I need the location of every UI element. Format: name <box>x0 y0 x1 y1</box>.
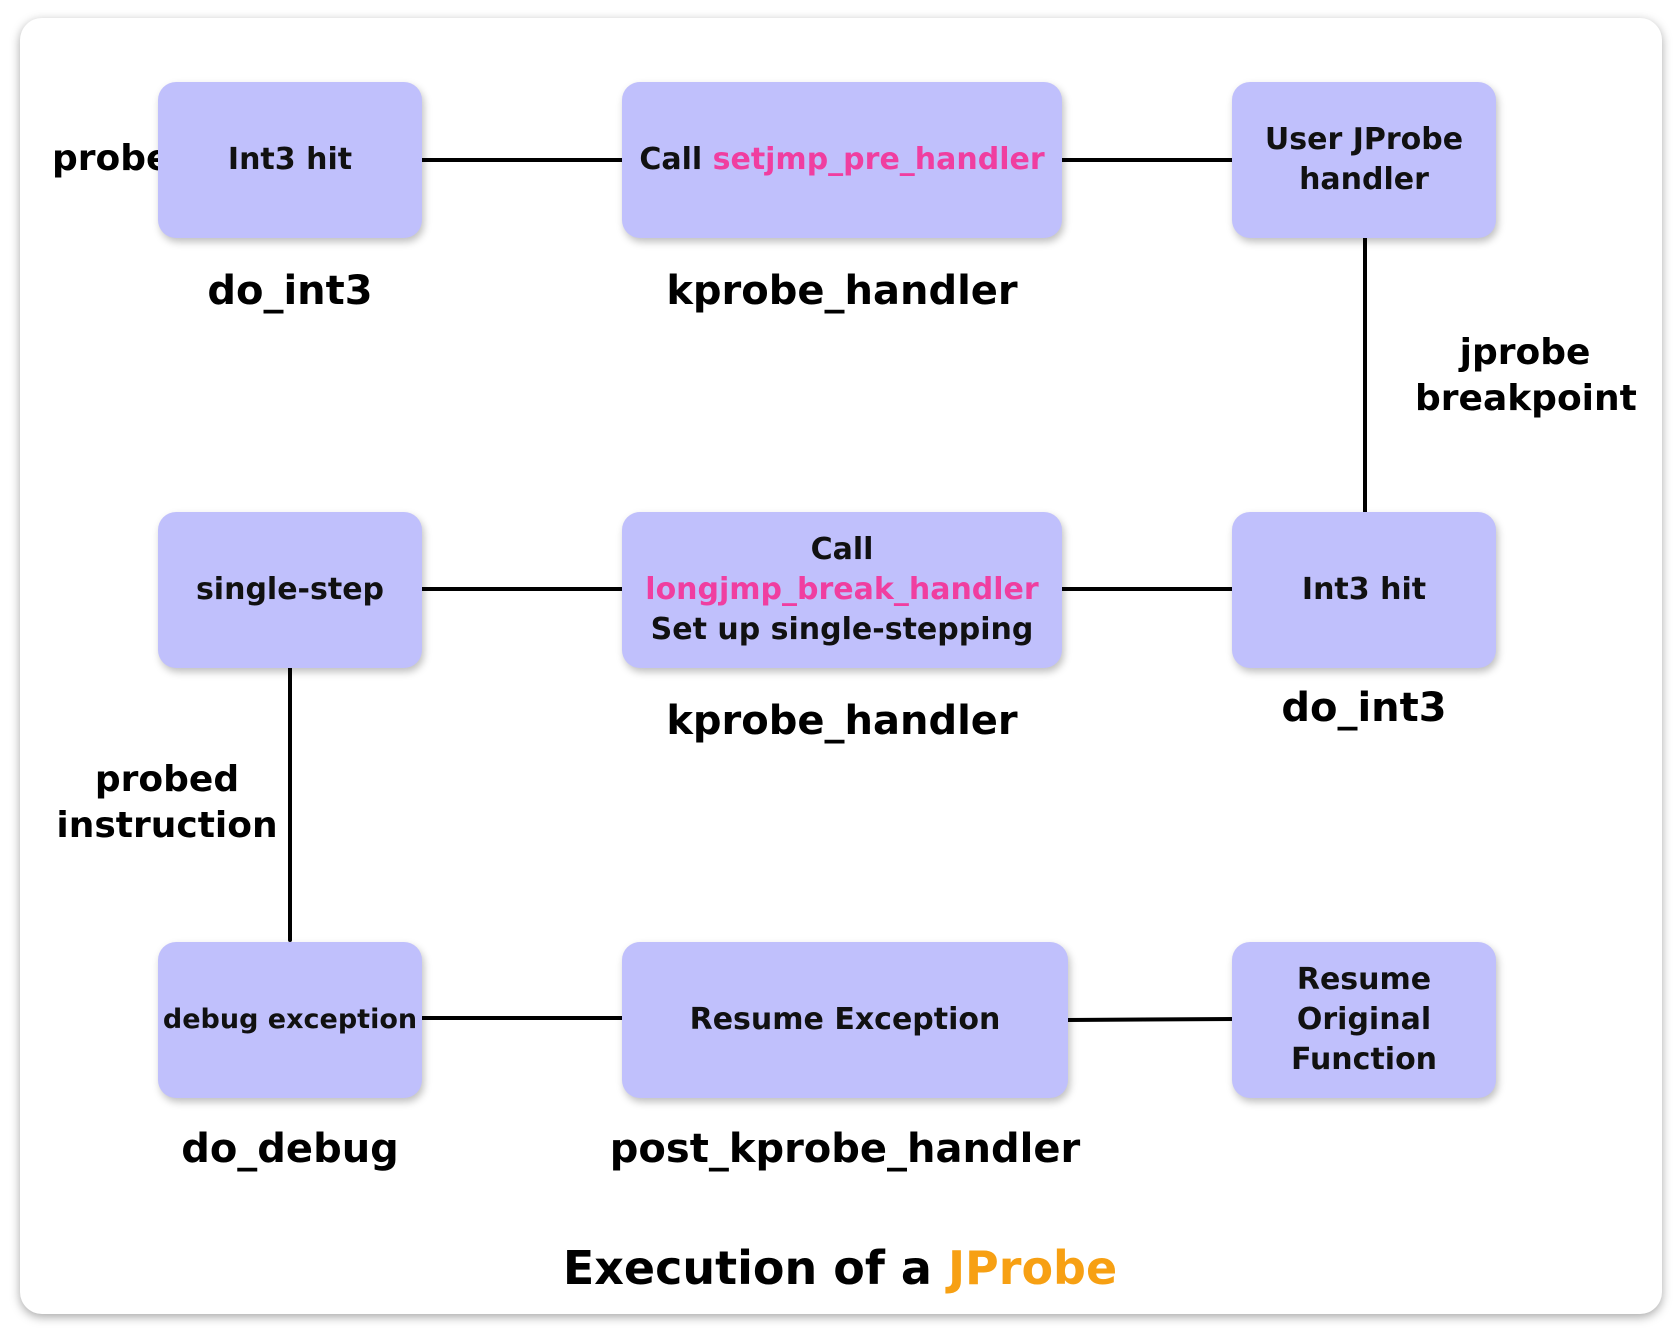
diagram-title-prefix: Execution of a <box>562 1241 932 1295</box>
longjmp-prefix: Call <box>810 532 874 567</box>
int3-hit-node-2-text: Int3 hit <box>1301 572 1427 607</box>
int3-hit-node-2: Int3 hit <box>1232 512 1496 668</box>
post-kprobe-handler-caption: post_kprobe_handler <box>609 1126 1081 1172</box>
longjmp-function-name: longjmp_break_handler <box>645 572 1039 607</box>
probe-label: probe <box>52 138 171 179</box>
user-jprobe-line1: User JProbe <box>1264 122 1464 157</box>
int3-hit-node-text: Int3 hit <box>227 142 353 177</box>
resume-exception-node-text: Resume Exception <box>689 1002 1001 1037</box>
do-int3-caption: do_int3 <box>207 268 373 314</box>
longjmp-line2: Set up single-stepping <box>650 612 1034 647</box>
setjmp-node: Call setjmp_pre_handler <box>622 82 1062 238</box>
jprobe-breakpoint-label: jprobe breakpoint <box>1415 330 1637 422</box>
jprobe-breakpoint-line2: breakpoint <box>1415 378 1637 419</box>
jprobe-breakpoint-line1: jprobe <box>1459 332 1591 373</box>
edge-resume-to-original <box>1065 1017 1237 1022</box>
int3-hit-node: Int3 hit <box>158 82 422 238</box>
setjmp-node-text: Call setjmp_pre_handler <box>639 140 1044 180</box>
resume-original-line3: Function <box>1290 1042 1438 1077</box>
resume-original-line2: Original <box>1296 1002 1432 1037</box>
setjmp-function-name: setjmp_pre_handler <box>712 142 1045 177</box>
single-step-node-text: single-step <box>195 572 385 607</box>
resume-exception-node: Resume Exception <box>622 942 1068 1098</box>
kprobe-handler-caption: kprobe_handler <box>666 268 1018 314</box>
diagram-title: Execution of a JProbe <box>0 1240 1680 1296</box>
debug-exception-node: debug exception <box>158 942 422 1098</box>
probed-instruction-line1: probed <box>94 759 240 800</box>
do-int3-caption-2: do_int3 <box>1281 685 1447 731</box>
probed-instruction-line2: instruction <box>56 805 278 846</box>
kprobe-handler-caption-2: kprobe_handler <box>666 698 1018 744</box>
user-jprobe-line2: handler <box>1299 162 1429 197</box>
debug-exception-node-text: debug exception <box>162 1004 418 1035</box>
setjmp-prefix: Call <box>639 142 703 177</box>
diagram-title-accent: JProbe <box>947 1241 1118 1295</box>
probed-instruction-label: probed instruction <box>52 757 282 849</box>
user-jprobe-handler-text: User JProbe handler <box>1265 120 1463 200</box>
resume-original-line1: Resume <box>1296 962 1432 997</box>
single-step-node: single-step <box>158 512 422 668</box>
do-debug-caption: do_debug <box>181 1126 399 1172</box>
user-jprobe-handler-node: User JProbe handler <box>1232 82 1496 238</box>
